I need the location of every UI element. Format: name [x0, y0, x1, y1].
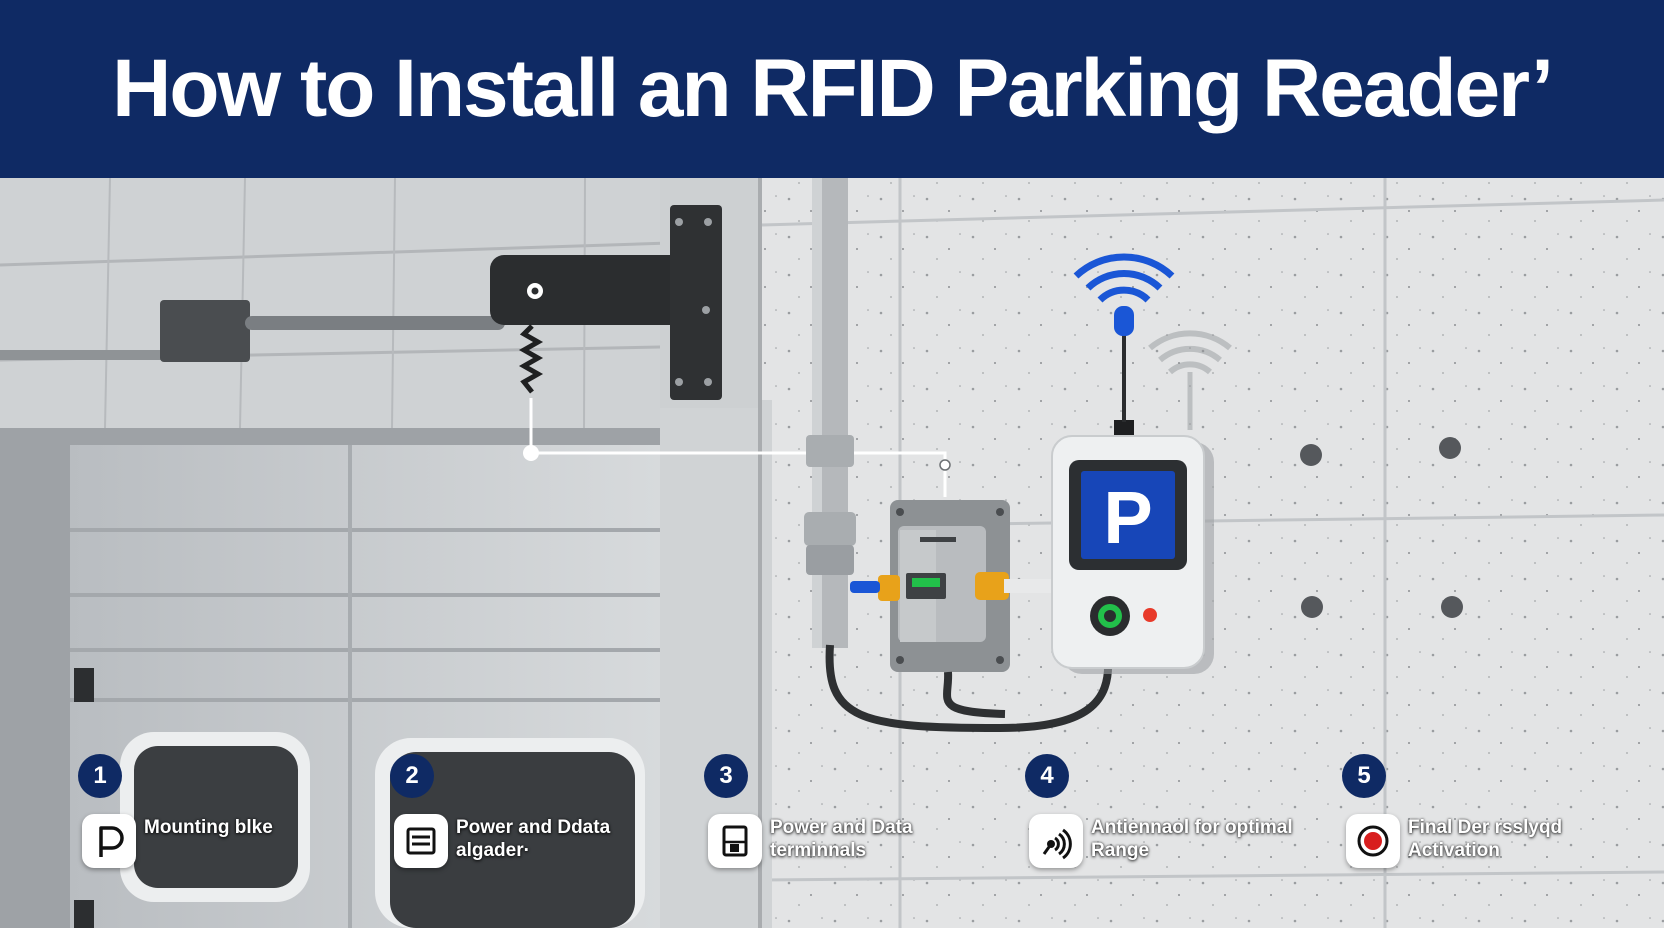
status-led-red	[1143, 608, 1157, 622]
terminal-box-icon	[708, 814, 762, 868]
antenna-tip	[1114, 306, 1134, 336]
step-number-badge: 4	[1025, 754, 1069, 798]
title-banner: How to Install an RFID Parking Reader’	[0, 0, 1664, 178]
step-3: 3 Power and Data terminnals	[704, 754, 1004, 884]
parking-p-icon	[82, 814, 136, 868]
step-label: Power and Data terminnals	[770, 817, 913, 861]
step-label: Antiennaol for optimal Range	[1091, 817, 1293, 861]
cables	[825, 644, 1113, 733]
conduit-pipe	[804, 178, 856, 648]
step-1: 1 Mounting blke	[78, 754, 378, 884]
terminal-junction-box	[850, 500, 1054, 672]
step-5: 5 Final Der rsslyqd Activation	[1342, 754, 1642, 884]
step-label: Power and Ddata algader·	[456, 817, 611, 861]
step-number-badge: 1	[78, 754, 122, 798]
rfid-parking-reader: P	[1051, 253, 1232, 674]
step-number-badge: 2	[390, 754, 434, 798]
step-4: 4 Antiennaol for optimal Range	[1025, 754, 1325, 884]
reader-sign-letter: P	[1103, 476, 1152, 559]
step-label: Mounting blke	[144, 817, 273, 838]
step-2: 2 Power and Ddata algader·	[390, 754, 690, 884]
installation-illustration: P	[0, 178, 1664, 928]
step-number-badge: 5	[1342, 754, 1386, 798]
page-title: How to Install an RFID Parking Reader’	[112, 43, 1554, 134]
panel-lines-icon	[394, 814, 448, 868]
antenna-waves-icon	[1029, 814, 1083, 868]
barrier-arm-mount	[0, 205, 722, 400]
signal-shadow	[1148, 330, 1232, 430]
step-number-badge: 3	[704, 754, 748, 798]
step-label: Final Der rsslyqd Activation	[1408, 817, 1563, 861]
activation-dot-icon	[1346, 814, 1400, 868]
